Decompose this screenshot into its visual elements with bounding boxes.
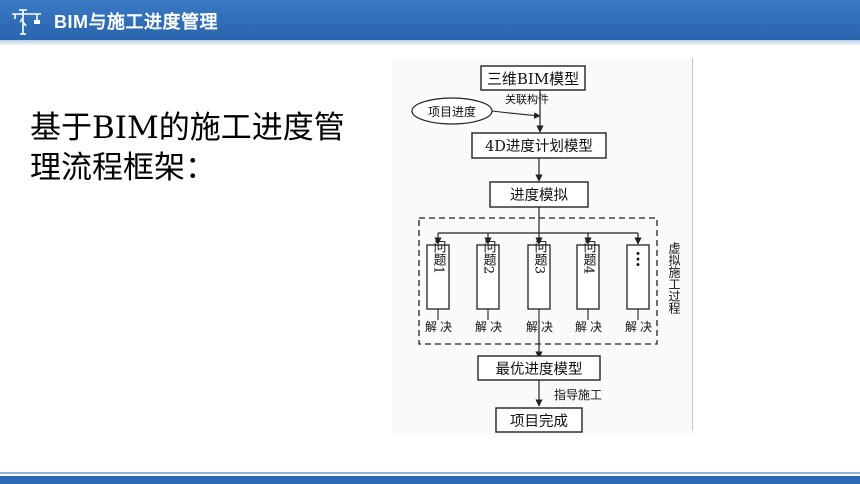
problem-1-label: 问题1	[431, 240, 447, 274]
problem-2-label: 问题2	[481, 240, 497, 274]
diagram-edge-rule	[692, 58, 693, 430]
slide-heading: 基于BIM的施工进度管 理流程框架：	[30, 108, 390, 188]
arrow-ellipse-to-main	[420, 92, 452, 98]
problem-3-solve-b: 决	[541, 320, 553, 334]
problem-2-solve-b: 决	[490, 320, 502, 334]
box-3d-bim-model	[480, 65, 586, 91]
crane-icon	[12, 9, 41, 35]
problem-2-solve-a: 解	[475, 320, 487, 334]
header-shadow	[0, 40, 860, 46]
arrow-ellipse-curve	[491, 110, 541, 119]
footer-line	[0, 472, 860, 474]
box-project-complete	[495, 407, 583, 433]
problem-more-label: ···	[629, 251, 648, 268]
header-title: BIM与施工进度管理	[54, 12, 218, 32]
side-label-virtual-construction: 虚拟施工过程	[667, 242, 681, 315]
box-schedule-simulation	[489, 181, 589, 208]
box-optimal-schedule-model-label: 最优进度模型	[496, 361, 583, 378]
problem-more-solve-b: 决	[640, 320, 652, 334]
problem-1-solve-a: 解	[425, 320, 437, 334]
problem-4-solve-b: 决	[590, 320, 602, 334]
problem-column-1: 问题1 解 决	[425, 233, 452, 334]
box-3d-bim-model-label: 三维BIM模型	[487, 70, 579, 88]
guide-label: 指导施工	[554, 387, 602, 402]
problem-column-4: 问题4 解 决	[575, 233, 602, 334]
box-schedule-simulation-label: 进度模拟	[510, 187, 568, 204]
box-optimal-schedule-model	[477, 355, 601, 381]
problem-column-3: 问题3 解 决	[526, 233, 553, 334]
header-bar: BIM与施工进度管理	[0, 0, 860, 40]
box-4d-plan-model-label: 4D进度计划模型	[485, 138, 593, 155]
problem-3-label: 问题3	[532, 240, 548, 274]
problem-4-label: 问题4	[581, 240, 597, 274]
ellipse-project-schedule-label: 项目进度	[428, 104, 476, 119]
box-4d-plan-model	[471, 132, 607, 159]
link-label: 关联构件	[505, 92, 549, 106]
problem-more-solve-a: 解	[625, 320, 637, 334]
problem-4-solve-a: 解	[575, 320, 587, 334]
slide-heading-line2: 理流程框架：	[30, 150, 216, 186]
slide-heading-line1: 基于BIM的施工进度管	[30, 110, 345, 146]
problem-column-2: 问题2 解 决	[475, 233, 502, 334]
box-project-complete-label: 项目完成	[510, 413, 568, 430]
problem-1-solve-b: 决	[440, 320, 452, 334]
problem-3-solve-a: 解	[526, 320, 538, 334]
dashed-virtual-construction-region	[418, 217, 658, 345]
flow-diagram-svg: 三维BIM模型 项目进度 关联构件 4D进度计划模型 进度模拟 问题1 解	[411, 65, 681, 433]
problem-column-more: ··· 解 决	[625, 233, 652, 334]
flow-diagram: 三维BIM模型 项目进度 关联构件 4D进度计划模型 进度模拟 问题1 解	[392, 58, 694, 436]
footer-bar	[0, 476, 860, 484]
